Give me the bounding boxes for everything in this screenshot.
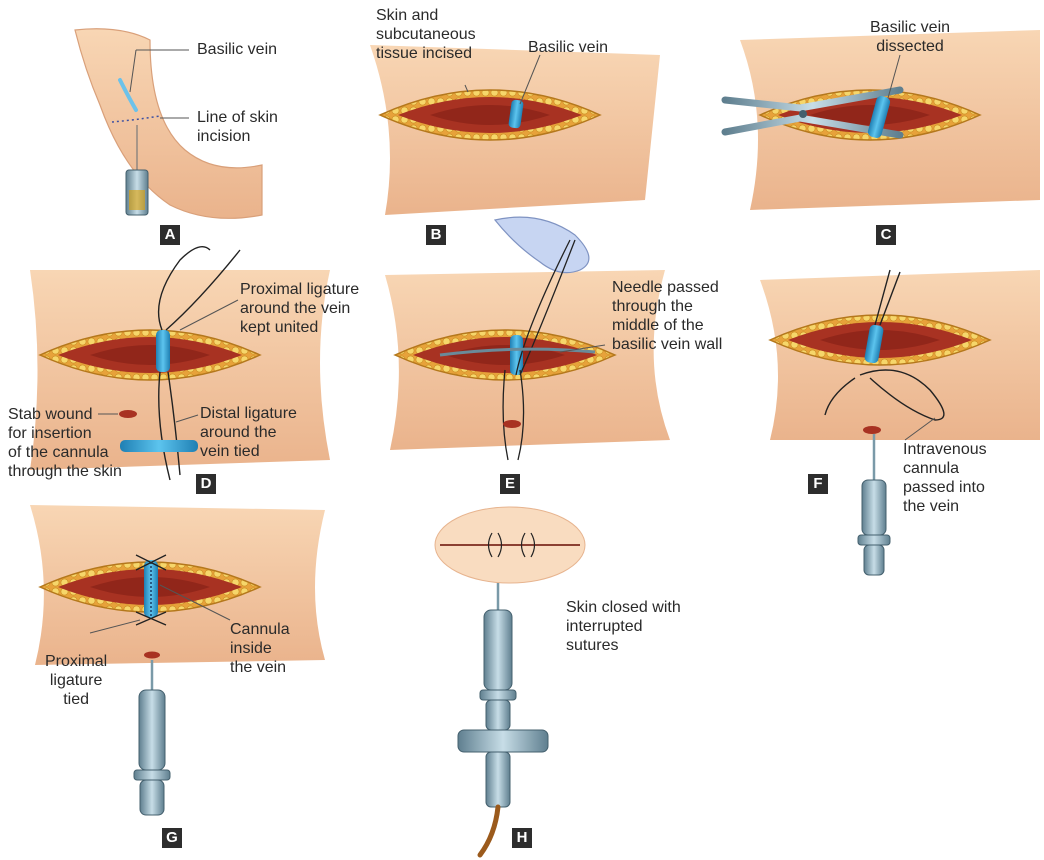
- label-d-distal-ligature: Distal ligature around the vein tied: [200, 404, 297, 461]
- label-b-skin-incised: Skin and subcutaneous tissue incised: [376, 6, 476, 63]
- label-c-vein-dissected: Basilic vein dissected: [870, 18, 950, 56]
- panel-h-letter: H: [512, 828, 532, 848]
- panel-a-letter: A: [160, 225, 180, 245]
- label-d-proximal-ligature: Proximal ligature around the vein kept u…: [240, 280, 359, 337]
- panel-e-letter: E: [500, 474, 520, 494]
- panel-b-incision: [370, 45, 660, 215]
- panel-d-letter: D: [196, 474, 216, 494]
- label-a-basilic-vein: Basilic vein: [197, 40, 277, 59]
- panel-c-dissection: [725, 30, 1040, 210]
- label-h-skin-closed: Skin closed with interrupted sutures: [566, 598, 681, 655]
- label-d-stab-wound: Stab wound for insertion of the cannula …: [8, 405, 122, 481]
- label-e-needle-passed: Needle passed through the middle of the …: [612, 278, 722, 354]
- panel-b-letter: B: [426, 225, 446, 245]
- label-g-proximal-tied: Proximal ligature tied: [45, 652, 107, 709]
- label-b-basilic-vein: Basilic vein: [528, 38, 608, 57]
- panel-c-letter: C: [876, 225, 896, 245]
- label-a-line-of-incision: Line of skin incision: [197, 108, 278, 146]
- panel-f-letter: F: [808, 474, 828, 494]
- label-g-cannula-inside: Cannula inside the vein: [230, 620, 290, 677]
- panel-g-letter: G: [162, 828, 182, 848]
- panel-f-cannula: [760, 270, 1040, 575]
- panel-h-sutures: [435, 507, 585, 855]
- label-f-cannula-passed: Intravenous cannula passed into the vein: [903, 440, 987, 516]
